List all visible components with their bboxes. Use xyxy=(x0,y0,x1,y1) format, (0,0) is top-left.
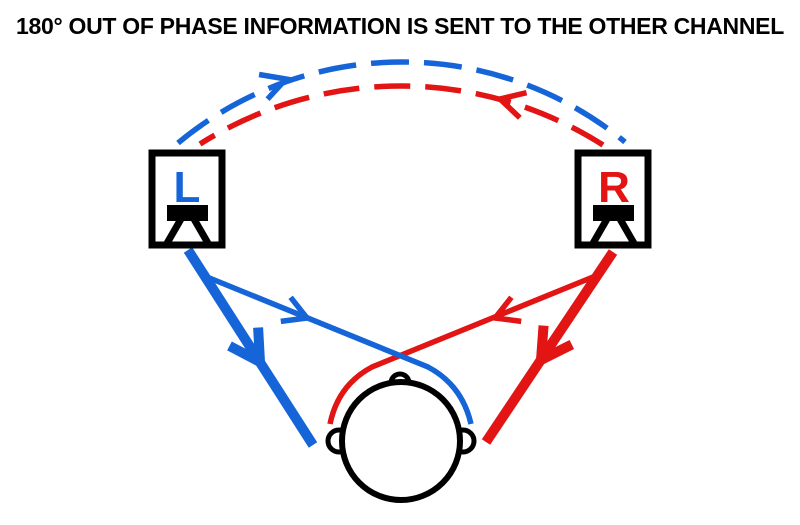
blue-thick-direct-line xyxy=(183,247,318,448)
right-speaker-driver-icon xyxy=(588,205,639,247)
right-speaker: R xyxy=(574,149,652,249)
red-thin-arrowhead-icon xyxy=(489,295,522,325)
blue-thin-arrowhead-icon xyxy=(280,295,313,325)
blue-arc-arrowhead-icon xyxy=(258,71,292,101)
left-speaker: L xyxy=(148,149,226,249)
left-speaker-label: L xyxy=(174,163,201,212)
head-outline xyxy=(339,379,463,503)
left-speaker-driver-icon xyxy=(162,205,213,247)
red-thin-crosstalk-line xyxy=(327,274,595,425)
page-title: 180° OUT OF PHASE INFORMATION IS SENT TO… xyxy=(16,13,784,39)
right-speaker-label: R xyxy=(598,163,630,212)
right-speaker-box xyxy=(574,149,652,249)
left-speaker-box xyxy=(148,149,226,249)
blue-thin-crosstalk-line xyxy=(205,274,474,425)
red-dashed-arc xyxy=(198,83,605,148)
listener-head xyxy=(325,371,477,503)
blue-thick-arrowhead-icon xyxy=(227,327,266,371)
red-thick-direct-line xyxy=(481,249,618,445)
red-arc-arrowhead-icon xyxy=(494,89,528,120)
red-thick-arrowhead-icon xyxy=(535,325,575,369)
blue-dashed-arc xyxy=(176,59,627,146)
